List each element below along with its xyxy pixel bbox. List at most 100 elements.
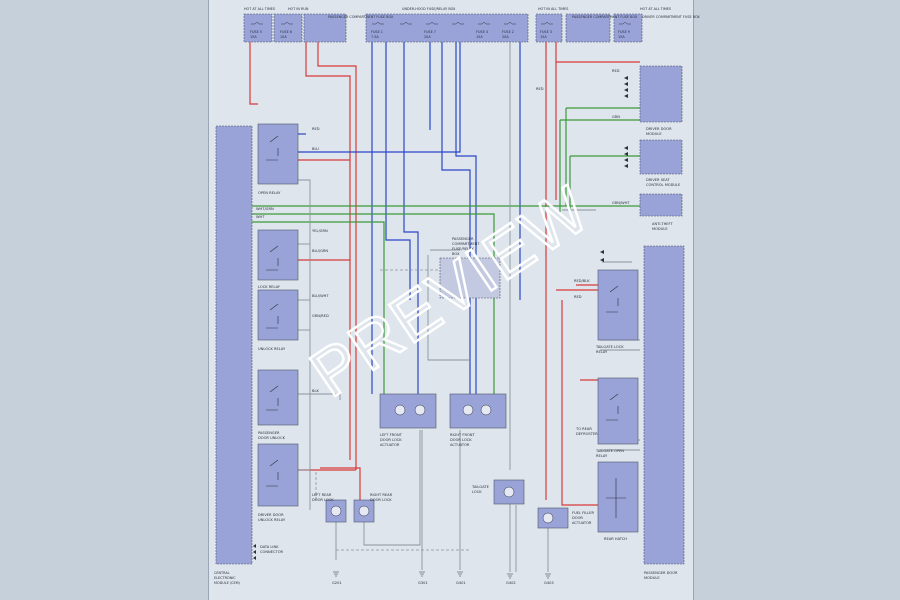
right-switches bbox=[606, 285, 626, 518]
fuse-box bbox=[273, 13, 303, 43]
top-label: HOT AT ALL TIMES bbox=[244, 7, 275, 11]
fuse-icon bbox=[400, 22, 412, 25]
actuator-label: DOOR LOCK bbox=[380, 438, 402, 442]
center-box-label: COMPARTMENT bbox=[452, 242, 480, 246]
preview-watermark: PREVIEW bbox=[297, 171, 602, 410]
fuse-icon bbox=[372, 22, 384, 25]
relay-label: UNLOCK RELAY bbox=[258, 347, 286, 351]
top-label: PASSENGER COMPARTMENT FUSE BOX bbox=[328, 15, 394, 19]
arrow-icon bbox=[253, 556, 256, 560]
top-label: HOT AT ALL TIMES bbox=[640, 7, 671, 11]
ground-icon bbox=[545, 573, 551, 579]
module-box bbox=[639, 193, 683, 217]
actuator-label: FUEL FILLER bbox=[572, 511, 595, 515]
cem-label: MODULE (CEM) bbox=[214, 581, 241, 585]
actuator-label: LEFT FRONT bbox=[380, 433, 403, 437]
motor-icon bbox=[394, 404, 406, 416]
cem-label: ELECTRONIC bbox=[214, 576, 236, 580]
central-electronic-module bbox=[215, 125, 253, 565]
ground-label: G402 bbox=[506, 581, 516, 585]
fuse-value: 7.5A bbox=[371, 35, 379, 39]
fuse-icon bbox=[478, 22, 490, 25]
wire-label: BLK bbox=[312, 389, 319, 393]
center-box-label: FUSE/RELAY bbox=[452, 247, 474, 251]
relay-box bbox=[257, 289, 299, 341]
module-label: MODULE bbox=[646, 132, 662, 136]
wire-label: GRN bbox=[612, 115, 620, 119]
top-label: HOT IN RUN bbox=[288, 7, 309, 11]
wire-label: BLU/GRN bbox=[312, 249, 328, 253]
top-label: HOT IN ALL TIMES bbox=[538, 7, 568, 11]
wire-label: BLU/WHT bbox=[312, 294, 329, 298]
actuator-label: ACTUATOR bbox=[450, 443, 470, 447]
actuator-label: RIGHT REAR bbox=[370, 493, 393, 497]
module-label: ANTI-THEFT bbox=[652, 222, 674, 226]
wire-label: WHT/GRN bbox=[256, 207, 274, 211]
fuse-label: FUSE 6 bbox=[280, 30, 292, 34]
top-label: DRIVER COMPARTMENT FUSE BOX bbox=[642, 15, 700, 19]
actuator-label: ACTUATOR bbox=[572, 521, 592, 525]
relay-box bbox=[597, 461, 639, 533]
actuator-label: RIGHT FRONT bbox=[450, 433, 475, 437]
right-modules bbox=[597, 65, 685, 565]
actuator-label: DOOR LOCK bbox=[450, 438, 472, 442]
fuse-box-group bbox=[243, 13, 643, 43]
ground-label: G403 bbox=[544, 581, 554, 585]
relay-label: LOCK RELAY bbox=[258, 285, 281, 289]
fuse-box bbox=[565, 13, 611, 43]
relay-label: OPEN RELAY bbox=[258, 191, 281, 195]
actuator-label: LEFT REAR bbox=[312, 493, 332, 497]
fuse-label: FUSE 5 bbox=[250, 30, 262, 34]
wire-label: RED bbox=[536, 87, 544, 91]
actuator-box bbox=[493, 479, 525, 505]
connector-label: CONNECTOR bbox=[260, 550, 284, 554]
fuse-icon bbox=[281, 22, 293, 25]
wire-label: BLU bbox=[312, 147, 319, 151]
module-box bbox=[639, 139, 683, 175]
fuse-icon bbox=[251, 22, 263, 25]
switch-icon bbox=[266, 385, 279, 411]
right-arrows bbox=[600, 76, 628, 262]
fuse-icon bbox=[426, 22, 438, 25]
fuse-box bbox=[613, 13, 643, 43]
motor-icon bbox=[330, 505, 342, 517]
module-box bbox=[639, 65, 683, 123]
fuse-icons bbox=[251, 22, 631, 25]
fuse-box bbox=[243, 13, 273, 43]
cem-label: CENTRAL bbox=[214, 571, 230, 575]
fuse-label: FUSE 3 bbox=[540, 30, 552, 34]
small-label: DEFROSTER bbox=[576, 432, 598, 436]
center-relay-box bbox=[439, 257, 501, 299]
fuse-box bbox=[535, 13, 563, 43]
switch-icon bbox=[266, 303, 279, 329]
dashed-lines bbox=[315, 269, 470, 551]
fuse-box bbox=[303, 13, 347, 43]
fuse-label: FUSE 9 bbox=[618, 30, 630, 34]
fuse-value: 15A bbox=[540, 35, 547, 39]
switch-icon bbox=[266, 245, 279, 271]
wire-label: YEL/GRN bbox=[312, 229, 328, 233]
ground-icon bbox=[419, 571, 425, 577]
relay-label: PASSENGER bbox=[258, 431, 280, 435]
motor-icon bbox=[358, 505, 370, 517]
actuator-label: TAILGATE bbox=[471, 485, 490, 489]
ground-label: G401 bbox=[456, 581, 466, 585]
fuse-label: FUSE 4 bbox=[476, 30, 488, 34]
switch-icon bbox=[606, 478, 626, 518]
relay-label: RELAY bbox=[596, 454, 608, 458]
wire-label: RED bbox=[612, 69, 620, 73]
green-wires bbox=[252, 107, 640, 394]
fuse-value: 10A bbox=[280, 35, 287, 39]
fuse-box bbox=[365, 13, 529, 43]
actuator-label: LOCK bbox=[472, 490, 482, 494]
arrow-icon bbox=[253, 550, 256, 554]
left-relays bbox=[257, 123, 299, 507]
ground-label: G201 bbox=[332, 581, 342, 585]
wire-label: RED/BLK bbox=[574, 279, 590, 283]
fuse-label: FUSE 2 bbox=[502, 30, 514, 34]
motor-icon bbox=[542, 512, 554, 524]
switch-icon bbox=[606, 393, 619, 421]
module-label: REAR HATCH bbox=[604, 537, 627, 541]
module-label: DRIVER SEAT bbox=[646, 178, 670, 182]
switch-icon bbox=[606, 285, 619, 313]
